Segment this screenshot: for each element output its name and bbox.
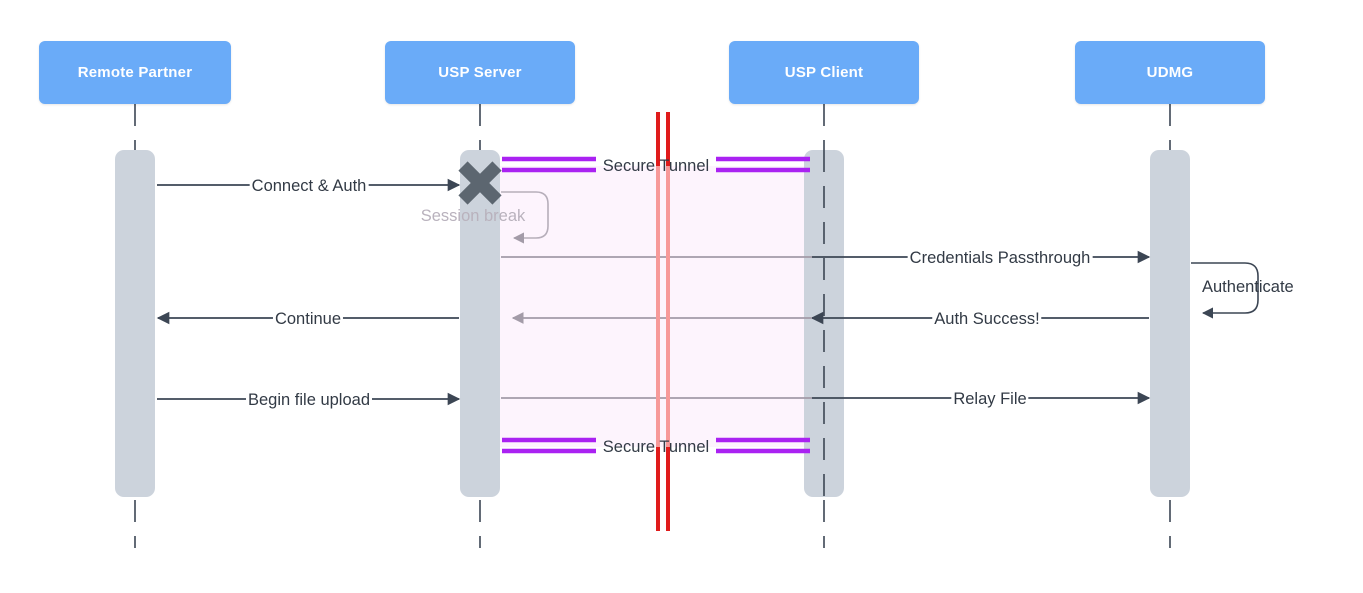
- activation-usp-client: [804, 150, 844, 497]
- connection-break-lines-middle: [656, 166, 670, 447]
- participant-label: USP Client: [784, 64, 864, 81]
- activation-bars: [115, 150, 1190, 497]
- message-label-credentials-passthrough: Credentials Passthrough: [907, 248, 1093, 267]
- participant-label: USP Server: [438, 64, 522, 81]
- connection-break-lines-top: [656, 112, 670, 166]
- message-label-auth-success: Auth Success!: [932, 309, 1042, 328]
- message-label-session-break: Session break: [420, 206, 526, 225]
- message-label-connect-auth: Connect & Auth: [249, 176, 369, 195]
- activation-remote-partner: [115, 150, 155, 497]
- secure-tunnel-border-bottom: [502, 437, 810, 454]
- participant-usp-client[interactable]: USP Client: [729, 41, 919, 104]
- message-label-continue: Continue: [272, 309, 344, 328]
- participant-label: Remote Partner: [77, 64, 193, 81]
- participant-udmg[interactable]: UDMG: [1075, 41, 1265, 104]
- message-line-authenticate: [1191, 262, 1259, 319]
- message-line-session-break: [501, 191, 549, 244]
- participant-label: UDMG: [1146, 64, 1194, 81]
- message-label-relay-file: Relay File: [951, 389, 1029, 408]
- connection-break-lines-bottom: [656, 447, 670, 531]
- participant-remote-partner[interactable]: Remote Partner: [39, 41, 231, 104]
- message-label-begin-file-upload: Begin file upload: [245, 390, 373, 409]
- participant-usp-server[interactable]: USP Server: [385, 41, 575, 104]
- activation-usp-server: [460, 150, 500, 497]
- message-label-authenticate: Authenticate: [1202, 277, 1294, 296]
- secure-tunnel-label-top: Secure Tunnel: [602, 156, 710, 175]
- secure-tunnel-border-top: [502, 156, 810, 173]
- secure-tunnel-label-bottom: Secure Tunnel: [602, 437, 710, 456]
- activation-udmg: [1150, 150, 1190, 497]
- session-break-x-icon: [458, 161, 502, 205]
